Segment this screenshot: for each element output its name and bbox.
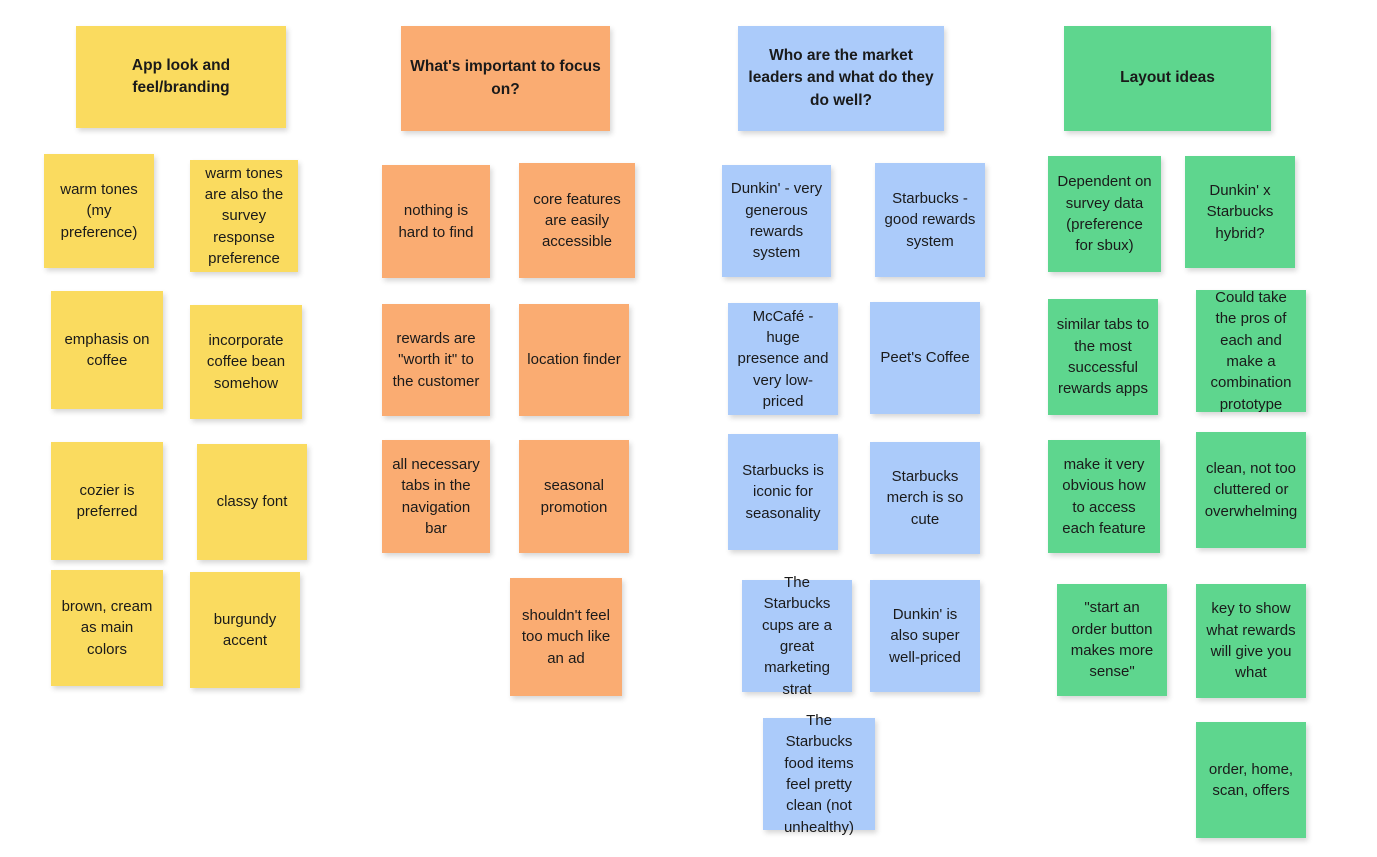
sticky-note[interactable]: Starbucks is iconic for seasonality — [728, 434, 838, 550]
sticky-note[interactable]: rewards are "worth it" to the customer — [382, 304, 490, 416]
sticky-note[interactable]: emphasis on coffee — [51, 291, 163, 409]
sticky-note[interactable]: The Starbucks food items feel pretty cle… — [763, 712, 875, 836]
sticky-note[interactable]: all necessary tabs in the navigation bar — [382, 440, 490, 553]
column-header-app-look-and-feel[interactable]: App look and feel/branding — [76, 26, 286, 128]
sticky-note[interactable]: Dunkin' x Starbucks hybrid? — [1185, 156, 1295, 268]
sticky-note[interactable]: Could take the pros of each and make a c… — [1196, 289, 1306, 413]
sticky-note[interactable]: warm tones are also the survey response … — [190, 160, 298, 272]
sticky-note[interactable]: key to show what rewards will give you w… — [1196, 584, 1306, 698]
sticky-note[interactable]: order, home, scan, offers — [1196, 722, 1306, 838]
sticky-note[interactable]: The Starbucks cups are a great marketing… — [742, 574, 852, 698]
sticky-note[interactable]: Peet's Coffee — [870, 302, 980, 414]
sticky-note[interactable]: classy font — [197, 444, 307, 560]
sticky-note[interactable]: Starbucks - good rewards system — [875, 163, 985, 277]
sticky-note[interactable]: Starbucks merch is so cute — [870, 442, 980, 554]
sticky-note[interactable]: clean, not too cluttered or overwhelming — [1196, 432, 1306, 548]
sticky-note[interactable]: nothing is hard to find — [382, 165, 490, 278]
column-header-market-leaders[interactable]: Who are the market leaders and what do t… — [738, 26, 944, 131]
sticky-note[interactable]: Dependent on survey data (preference for… — [1048, 156, 1161, 272]
sticky-note[interactable]: incorporate coffee bean somehow — [190, 305, 302, 419]
sticky-note[interactable]: burgundy accent — [190, 572, 300, 688]
sticky-note[interactable]: shouldn't feel too much like an ad — [510, 578, 622, 696]
sticky-note[interactable]: Dunkin' - very generous rewards system — [722, 165, 831, 277]
column-header-whats-important-to-focus-on[interactable]: What's important to focus on? — [401, 26, 610, 131]
sticky-note[interactable]: Dunkin' is also super well-priced — [870, 580, 980, 692]
sticky-note[interactable]: warm tones (my preference) — [44, 154, 154, 268]
sticky-note[interactable]: McCafé -huge presence and very low-price… — [728, 303, 838, 415]
sticky-note[interactable]: "start an order button makes more sense" — [1057, 584, 1167, 696]
sticky-note[interactable]: location finder — [519, 304, 629, 416]
sticky-note[interactable]: similar tabs to the most successful rewa… — [1048, 299, 1158, 415]
sticky-note[interactable]: make it very obvious how to access each … — [1048, 440, 1160, 553]
sticky-note[interactable]: brown, cream as main colors — [51, 570, 163, 686]
sticky-note[interactable]: cozier is preferred — [51, 442, 163, 560]
sticky-note[interactable]: core features are easily accessible — [519, 163, 635, 278]
sticky-note[interactable]: seasonal promotion — [519, 440, 629, 553]
column-header-layout-ideas[interactable]: Layout ideas — [1064, 26, 1271, 131]
